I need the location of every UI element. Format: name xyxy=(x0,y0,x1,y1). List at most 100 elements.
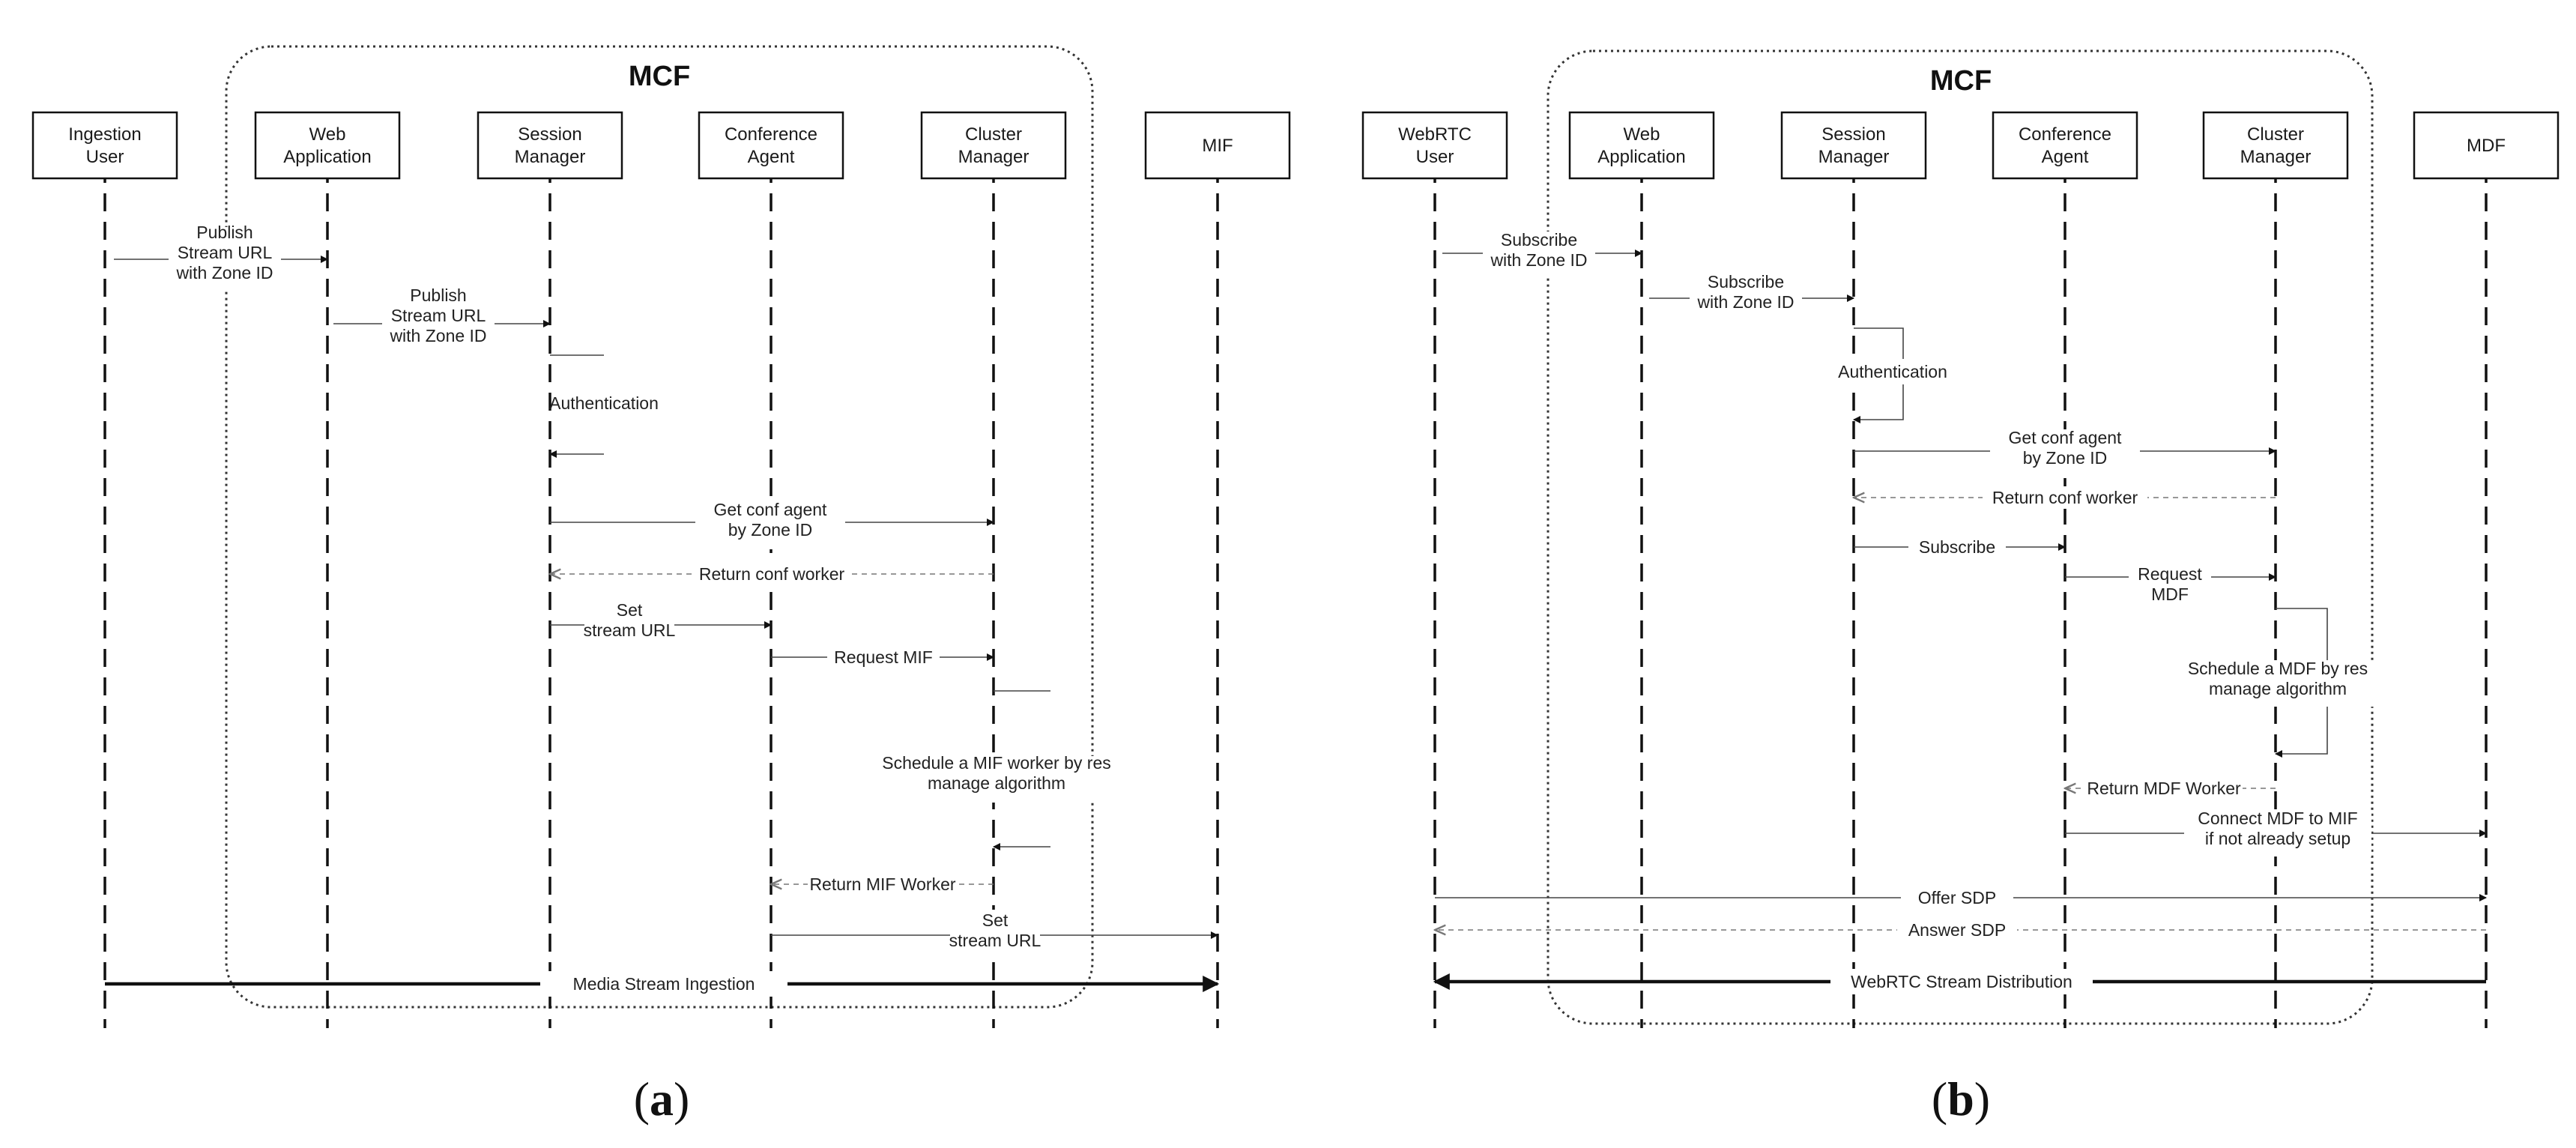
label-backdrop xyxy=(2184,810,2371,857)
message-label: Authentication xyxy=(1838,362,1947,381)
message-label-line: Connect MDF to MIF xyxy=(2198,809,2357,828)
caption-b-letter: b xyxy=(1947,1072,1974,1126)
participant-label-line: Session xyxy=(1821,124,1885,145)
caption-b-close: ) xyxy=(1974,1072,1990,1126)
label-backdrop xyxy=(540,971,787,997)
message-label-line: by Zone ID xyxy=(2023,448,2108,468)
label-backdrop xyxy=(2182,660,2374,707)
participant-label-line: Manager xyxy=(958,147,1030,167)
participant-label-line: Manager xyxy=(515,147,586,167)
label-backdrop xyxy=(1833,359,1953,384)
participant-label-line: MDF xyxy=(2467,136,2506,156)
participant-box xyxy=(1144,111,1291,180)
message-label-line: Subscribe xyxy=(1501,230,1577,250)
message-label-line: Get conf agent xyxy=(714,500,827,519)
caption-b-open: ( xyxy=(1932,1072,1947,1126)
participant-label: MDF xyxy=(2467,136,2506,156)
participant-label-line: Manager xyxy=(2240,147,2312,167)
message-label-line: WebRTC Stream Distribution xyxy=(1851,972,2072,991)
message-label-line: Publish xyxy=(410,286,466,305)
label-backdrop xyxy=(169,227,281,291)
message-label-line: Schedule a MIF worker by res xyxy=(882,753,1111,773)
message-label: Offer SDP xyxy=(1918,888,1996,907)
participant-label-line: Conference xyxy=(2019,124,2111,145)
message-label-line: Return MDF Worker xyxy=(2087,779,2241,798)
message-label: Return conf worker xyxy=(699,564,845,584)
message-label: Return conf worker xyxy=(1992,488,2138,507)
caption-a-close: ) xyxy=(674,1072,689,1126)
message-label: Subscribe xyxy=(1919,537,1995,557)
message-label: Answer SDP xyxy=(1908,920,2006,940)
participant-label-line: Cluster xyxy=(965,124,1022,145)
message-label-line: Offer SDP xyxy=(1918,888,1996,907)
label-backdrop xyxy=(695,500,845,549)
message-label-line: Return MIF Worker xyxy=(809,874,955,894)
participant-box xyxy=(1992,111,2138,180)
participant-box xyxy=(920,111,1067,180)
message-label-line: Set xyxy=(982,910,1009,930)
message-label-line: Schedule a MDF by res xyxy=(2188,659,2368,678)
message-label: Authentication xyxy=(549,393,659,413)
label-backdrop xyxy=(584,599,674,647)
caption-a-letter: a xyxy=(650,1072,674,1126)
message-label-line: Return conf worker xyxy=(1992,488,2138,507)
participant-label-line: Application xyxy=(1597,147,1685,167)
participant-label-line: WebRTC xyxy=(1398,124,1472,145)
participant-box xyxy=(1780,111,1927,180)
message-label-line: Subscribe xyxy=(1708,272,1784,291)
participant-box xyxy=(1361,111,1508,180)
message-label-line: by Zone ID xyxy=(728,520,813,540)
participant-label-line: Web xyxy=(309,124,346,145)
message-label-line: if not already setup xyxy=(2205,829,2350,848)
label-backdrop xyxy=(827,646,940,668)
message-label: Return MIF Worker xyxy=(809,874,955,894)
participant-label-line: Session xyxy=(518,124,581,145)
label-backdrop xyxy=(1483,232,1595,278)
participant-box xyxy=(477,111,623,180)
participant-label-line: Agent xyxy=(748,147,795,167)
mcf-group-box xyxy=(1546,49,2374,1025)
label-backdrop xyxy=(1983,486,2147,509)
participant-label-line: Agent xyxy=(2042,147,2089,167)
captions: (a) (b) xyxy=(634,1072,1990,1126)
message-label-line: Answer SDP xyxy=(1908,920,2006,940)
message-label-line: with Zone ID xyxy=(389,326,486,345)
participant-box xyxy=(2413,111,2560,180)
label-backdrop xyxy=(382,290,495,354)
label-backdrop xyxy=(1897,919,2017,941)
label-backdrop xyxy=(1990,429,2140,476)
message-label-line: Media Stream Ingestion xyxy=(573,974,755,994)
message-label-line: Return conf worker xyxy=(699,564,845,584)
message-label-line: MDF xyxy=(2151,584,2189,604)
caption-a: (a) xyxy=(634,1072,690,1126)
message-label-line: Stream URL xyxy=(391,306,486,325)
participant-label-line: MIF xyxy=(1202,136,1233,156)
participant-box xyxy=(1568,111,1715,180)
label-backdrop xyxy=(1901,886,2013,909)
participant-label-line: User xyxy=(86,147,124,167)
message-label: Request MIF xyxy=(834,647,933,667)
label-backdrop xyxy=(808,873,958,895)
caption-b: (b) xyxy=(1932,1072,1990,1126)
message-label-line: Request MIF xyxy=(834,647,933,667)
label-backdrop xyxy=(1690,274,1802,320)
mcf-group-box xyxy=(225,45,1094,1009)
message-label-line: with Zone ID xyxy=(1490,250,1587,270)
participant-label-line: Application xyxy=(283,147,371,167)
label-backdrop xyxy=(1908,536,2006,558)
message-label-line: with Zone ID xyxy=(1696,292,1794,312)
